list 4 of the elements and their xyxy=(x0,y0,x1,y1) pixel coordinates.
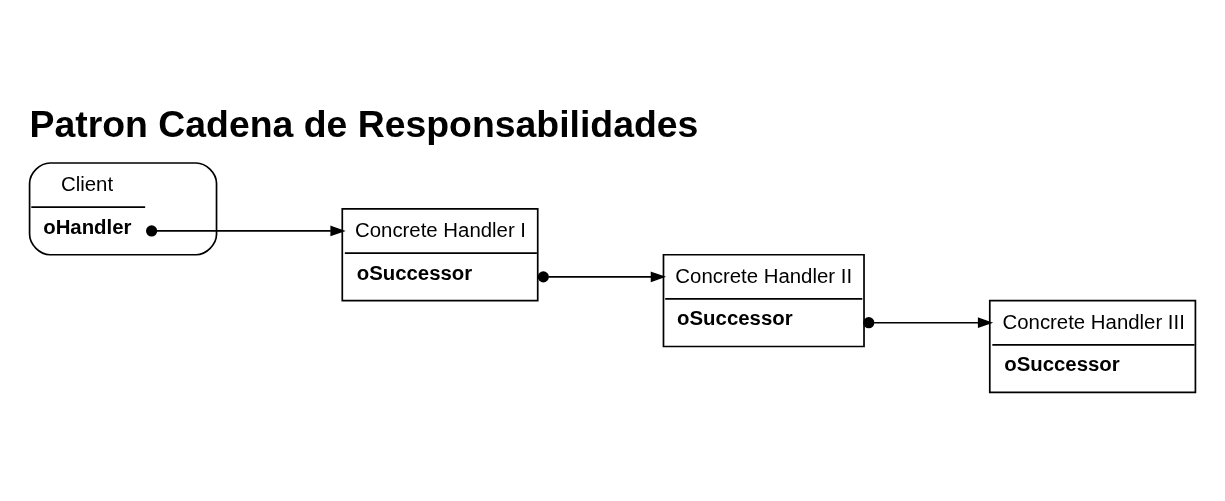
arrow xyxy=(537,271,667,283)
arrow xyxy=(146,225,346,237)
diagram-title: Patron Cadena de Responsabilidades xyxy=(29,102,699,145)
arrow xyxy=(863,317,994,329)
